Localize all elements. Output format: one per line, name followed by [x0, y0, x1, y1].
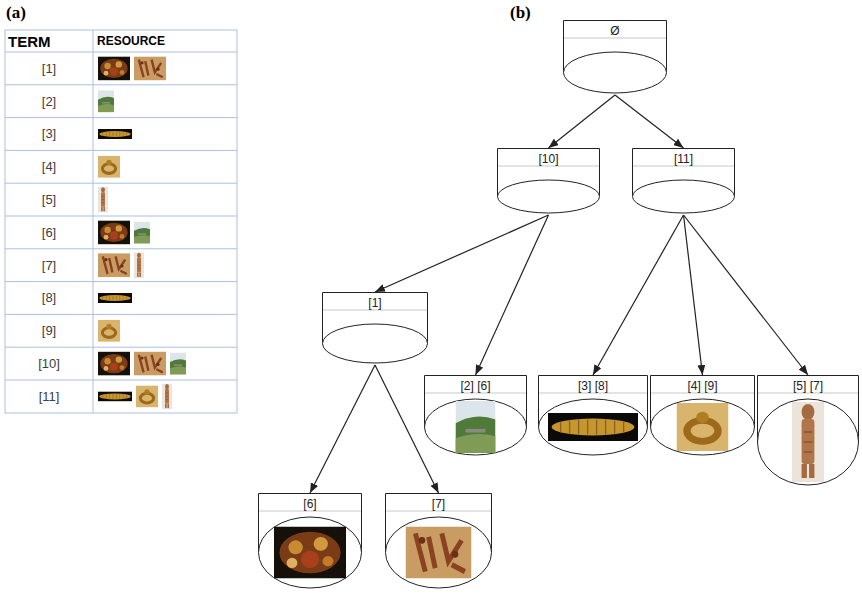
tree-node: [5] [7] [757, 375, 859, 487]
table-cell: [8] [5, 282, 93, 315]
node-label: Ø [563, 20, 667, 42]
tree-node: [1] [322, 292, 428, 365]
tree-edge [684, 215, 809, 375]
node-label: [11] [632, 148, 735, 170]
tree-node: Ø [563, 20, 667, 95]
tree-edge [375, 215, 549, 292]
tree-edge [684, 215, 703, 375]
node-label: [3] [8] [538, 375, 648, 397]
column-header: TERM [8, 30, 51, 52]
table-cell: [6] [5, 216, 93, 249]
tree-node: [2] [6] [424, 375, 527, 457]
node-label: [7] [385, 493, 492, 515]
table-cell: [10] [5, 347, 93, 380]
panel-letter: (b) [510, 2, 531, 24]
node-label: [2] [6] [424, 375, 527, 397]
table-cell: [3] [5, 118, 93, 151]
column-header: RESOURCE [97, 30, 165, 52]
panel-letter: (a) [6, 2, 26, 24]
node-label: [10] [497, 148, 600, 170]
tree-node: [3] [8] [538, 375, 648, 457]
table-cell: [2] [5, 85, 93, 118]
tree-edge [593, 215, 684, 375]
node-label: [5] [7] [757, 375, 859, 397]
tree-node: [10] [497, 148, 600, 215]
tree-node: [4] [9] [650, 375, 755, 457]
tree-edge [310, 365, 375, 493]
table-cell: [11] [5, 380, 93, 413]
node-label: [4] [9] [650, 375, 755, 397]
table-cell: [9] [5, 314, 93, 347]
tree-edge [549, 95, 616, 148]
node-label: [6] [258, 493, 362, 515]
table-cell: [4] [5, 150, 93, 183]
tree-node: [6] [258, 493, 362, 590]
tree-edge [476, 215, 549, 375]
table-cell: [1] [5, 52, 93, 85]
tree-edge [615, 95, 684, 148]
node-label: [1] [322, 292, 428, 314]
tree-node: [11] [632, 148, 735, 215]
tree-node: [7] [385, 493, 492, 590]
table-cell: [5] [5, 183, 93, 216]
table-cell: [7] [5, 249, 93, 282]
